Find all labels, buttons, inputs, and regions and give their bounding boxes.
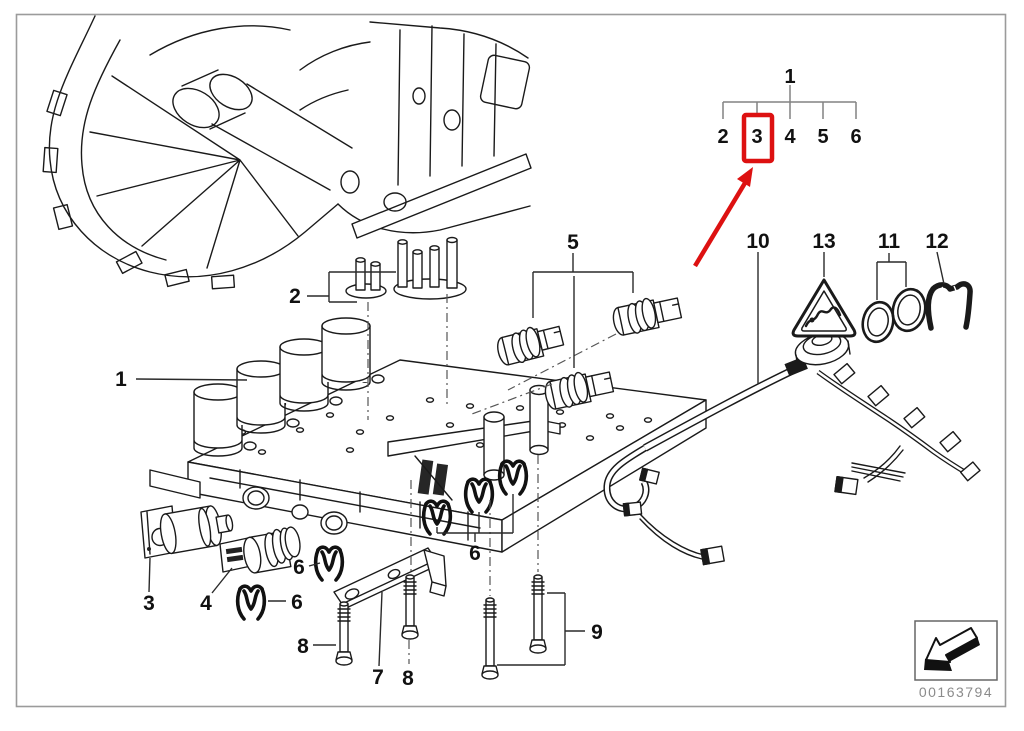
part-label-11: 11: [878, 230, 901, 253]
part-label-12: 12: [925, 230, 948, 253]
callout-child-4: 4: [784, 126, 796, 148]
part-label-8a: 8: [297, 635, 309, 658]
part-label-3: 3: [143, 592, 155, 615]
bolt-9a: [481, 597, 499, 680]
sensors-drawing: [497, 297, 683, 410]
part-label-10: 10: [746, 230, 769, 253]
part-label-1: 1: [115, 368, 127, 391]
callout-child-6: 6: [850, 126, 861, 148]
bolt-8b: [401, 574, 419, 640]
callout-child-2: 2: [717, 126, 728, 148]
part-label-7: 7: [372, 666, 384, 689]
warning-triangle-icon: [791, 278, 857, 338]
bracket-solenoid-drawing: [140, 505, 234, 559]
transmission-drawing: [42, 15, 532, 290]
part-label-9: 9: [591, 621, 603, 644]
callout-child-5: 5: [817, 126, 828, 148]
part-label-5: 5: [567, 231, 579, 254]
callout-root: 1: [784, 66, 795, 88]
part-label-6a: 6: [293, 556, 305, 579]
highlight-arrow-icon: [693, 167, 753, 268]
bolt-8a: [335, 601, 353, 666]
small-solenoid-drawing: [219, 526, 301, 574]
part-label-6b: 6: [291, 591, 303, 614]
part-label-8b: 8: [402, 667, 414, 690]
part-labels: 1 2 3 4 5 6 6 6 7 8 8 9 10 11 12 13: [115, 230, 949, 690]
pins-drawing: [345, 236, 467, 300]
part-label-2: 2: [289, 285, 301, 308]
footer-block: 00163794: [914, 620, 998, 700]
image-number: 00163794: [919, 684, 993, 700]
callout-child-3: 3: [751, 126, 762, 148]
bolt-9b: [529, 574, 547, 654]
part-label-6c: 6: [469, 542, 481, 565]
down-left-arrow-icon: [924, 627, 980, 671]
axis-lines: [367, 294, 617, 664]
part-label-13: 13: [812, 230, 835, 253]
wiring-harness-drawing: [603, 332, 981, 566]
callout-tree: 1 2 3 4 5 6: [693, 66, 862, 268]
leader-lines: [135, 251, 945, 667]
bolts-drawing: [335, 574, 547, 680]
retainer-clip-drawing: [925, 281, 973, 331]
highlight-box: [741, 112, 775, 164]
o-rings-drawing: [861, 287, 927, 344]
part-label-4: 4: [200, 592, 212, 615]
